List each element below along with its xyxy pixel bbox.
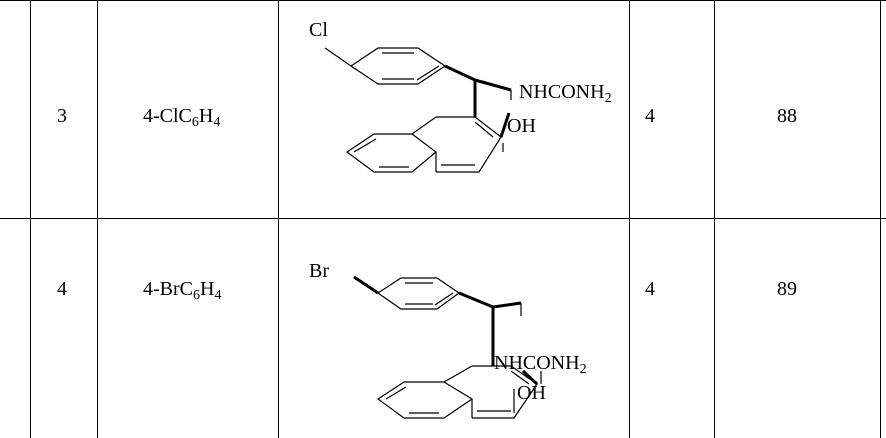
- hydroxyl-label: OH: [517, 382, 546, 404]
- column-divider: [714, 0, 715, 438]
- table-border-top: [0, 0, 886, 1]
- urea-label: NHCONH2: [494, 352, 587, 377]
- urea-label: NHCONH2: [519, 81, 612, 106]
- column-divider: [880, 0, 881, 438]
- yield-cell: 89: [777, 278, 797, 300]
- column-divider: [30, 0, 31, 438]
- aryl-cell: 4-ClC6H4: [143, 105, 221, 130]
- chemical-structure: Br NHCONH2 OH: [309, 260, 587, 419]
- yield-cell: 88: [777, 105, 797, 127]
- halogen-label: Cl: [309, 19, 328, 41]
- table-row: 3 4-ClC6H4 4 88: [0, 0, 886, 218]
- row-divider: [0, 218, 886, 219]
- column-divider: [629, 0, 630, 438]
- table-row: 4 4-BrC6H4 4 89: [0, 219, 886, 438]
- entry-cell: 3: [57, 105, 67, 127]
- hydroxyl-label: OH: [507, 115, 536, 137]
- column-divider: [97, 0, 98, 438]
- aryl-cell: 4-BrC6H4: [143, 278, 222, 303]
- time-cell: 4: [645, 105, 655, 127]
- column-divider: [278, 0, 279, 438]
- time-cell: 4: [645, 278, 655, 300]
- chemical-structure: Cl NHCONH2 OH: [309, 19, 612, 173]
- entry-cell: 4: [57, 278, 67, 300]
- halogen-label: Br: [309, 260, 329, 282]
